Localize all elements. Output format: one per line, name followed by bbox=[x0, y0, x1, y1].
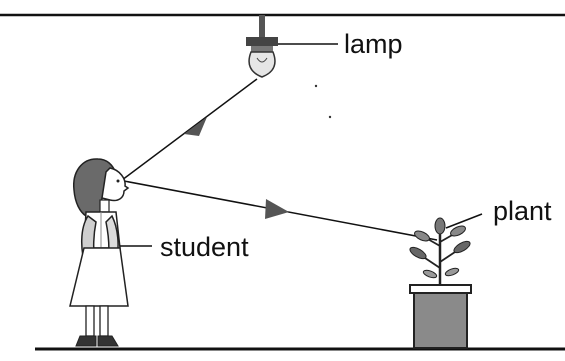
plant-pointer-line bbox=[445, 213, 483, 229]
speck bbox=[328, 115, 332, 119]
lamp-label: lamp bbox=[344, 29, 403, 59]
plant-label: plant bbox=[493, 196, 552, 226]
ray-lamp-to-student bbox=[121, 78, 258, 181]
ray-arrowhead-down bbox=[184, 117, 207, 136]
lamp-fixture bbox=[246, 15, 278, 78]
speck bbox=[314, 84, 318, 88]
student-label: student bbox=[160, 232, 249, 262]
potted-plant bbox=[409, 217, 472, 349]
student-figure bbox=[69, 158, 130, 347]
ray-arrowhead-right bbox=[265, 199, 289, 219]
